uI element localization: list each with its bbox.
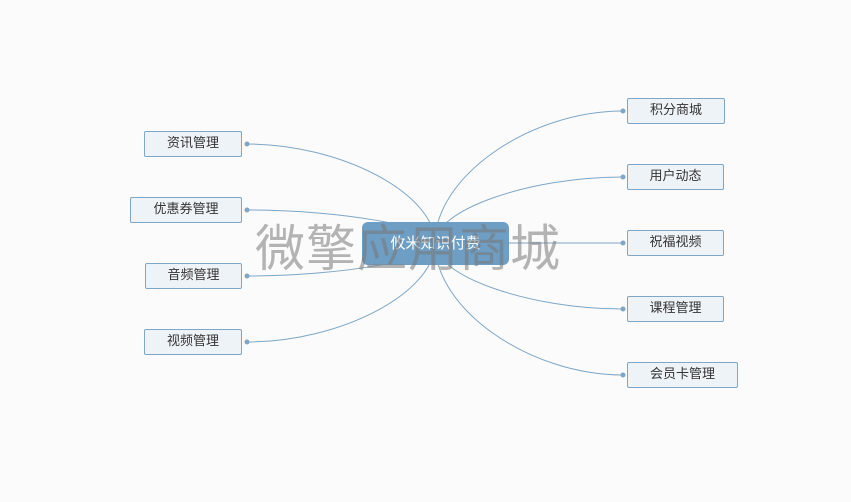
- node-membership-card-management[interactable]: 会员卡管理: [627, 362, 738, 388]
- connector-right-0: [434, 110, 624, 244]
- connector-left-2-dot: [244, 273, 250, 279]
- connector-left-0-dot: [244, 141, 250, 147]
- connector-left-3-dot: [244, 339, 250, 345]
- node-user-activity[interactable]: 用户动态: [627, 164, 724, 190]
- node-course-management[interactable]: 课程管理: [627, 296, 724, 322]
- node-audio-management[interactable]: 音频管理: [145, 263, 242, 289]
- connector-right-1-dot: [620, 174, 626, 180]
- node-video-management[interactable]: 视频管理: [144, 329, 242, 355]
- connector-right-3-dot: [620, 306, 626, 312]
- central-topic[interactable]: 攸米知识付费: [362, 222, 509, 265]
- node-blessing-video[interactable]: 祝福视频: [627, 230, 724, 256]
- node-coupon-management[interactable]: 优惠券管理: [130, 197, 242, 223]
- connector-right-4-dot: [620, 372, 626, 378]
- connector-right-0-dot: [620, 108, 626, 114]
- node-points-mall[interactable]: 积分商城: [627, 98, 725, 124]
- connector-right-4: [434, 242, 624, 376]
- connector-left-1-dot: [244, 207, 250, 213]
- node-info-management[interactable]: 资讯管理: [144, 131, 242, 157]
- connector-right-2-dot: [620, 240, 626, 246]
